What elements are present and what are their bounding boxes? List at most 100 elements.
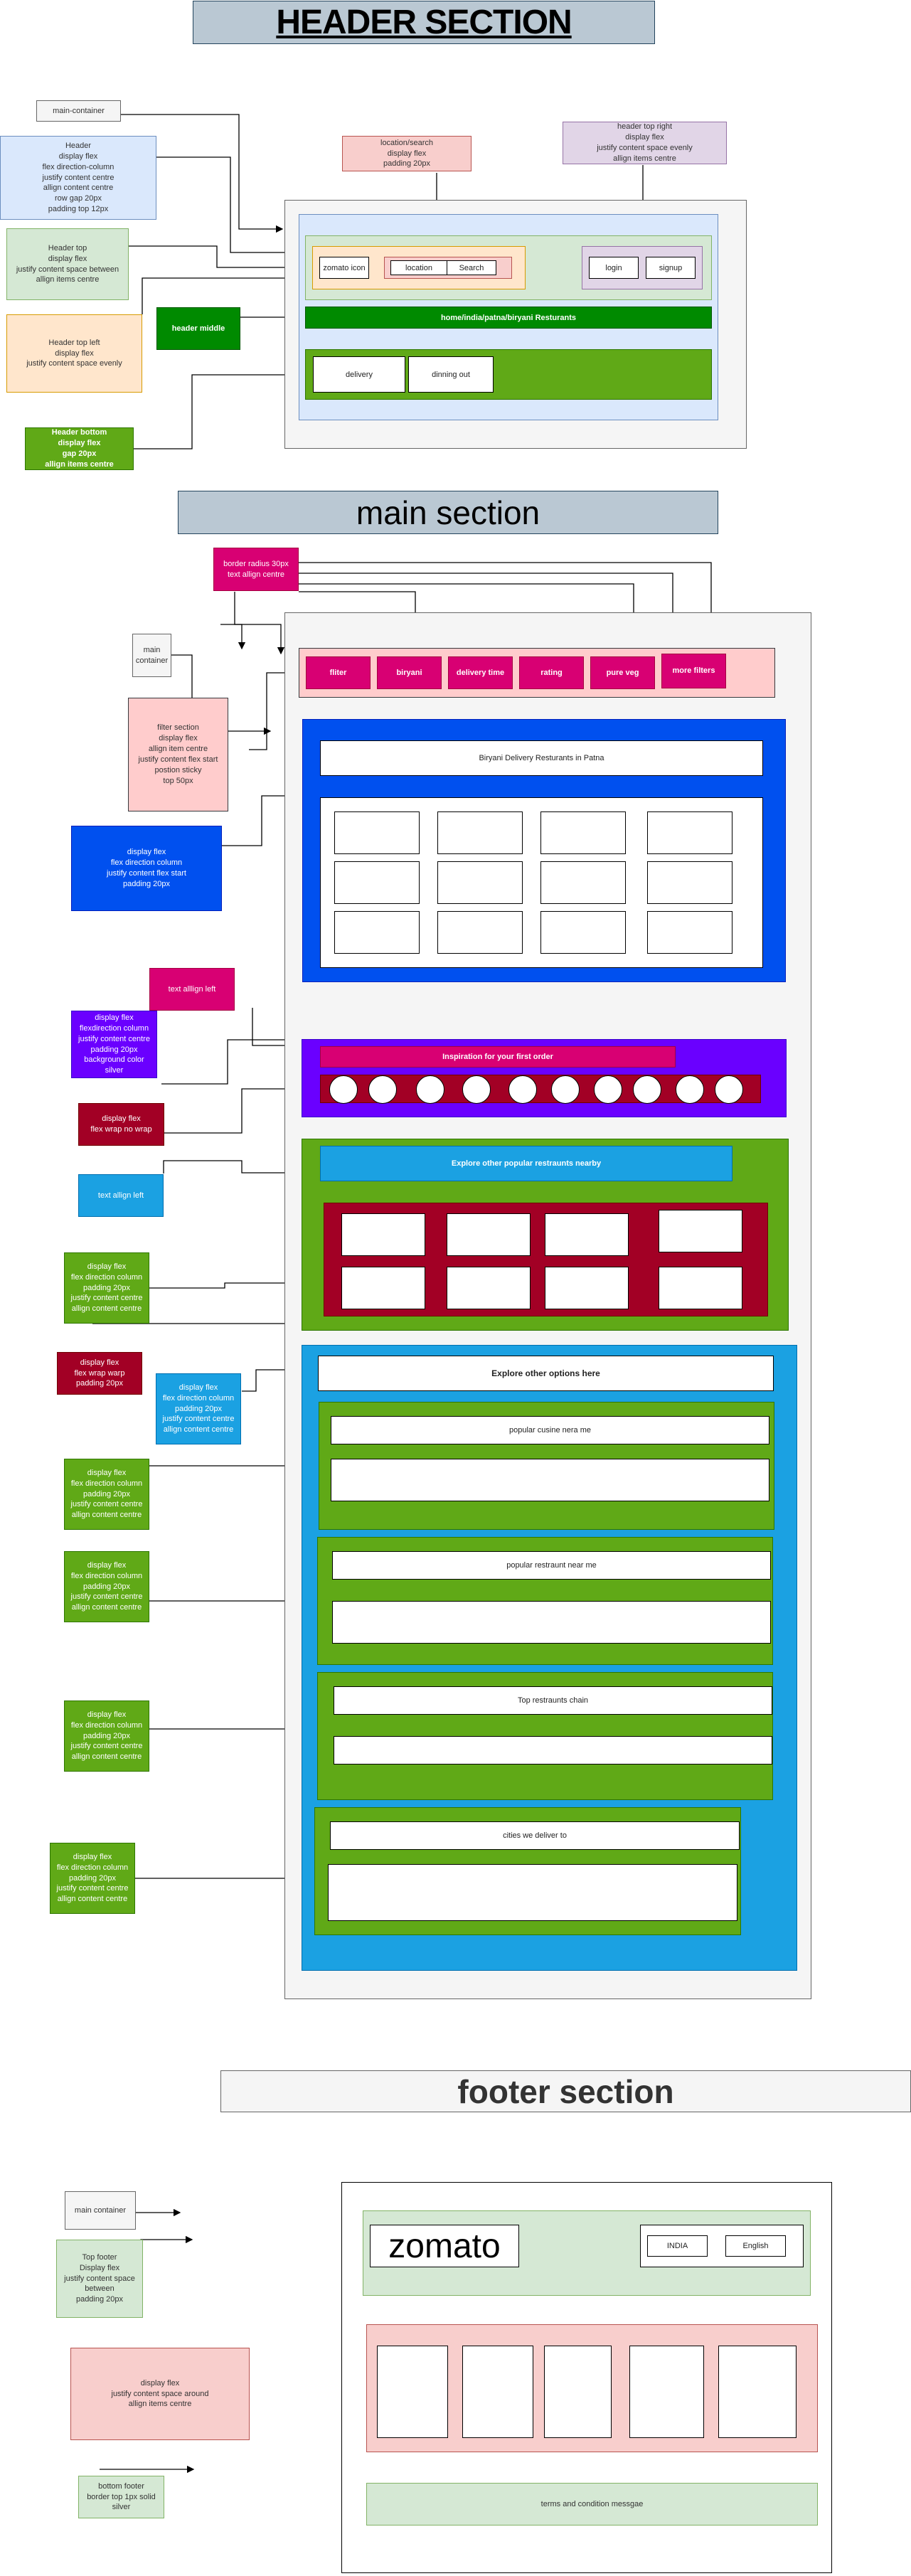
explore-card[interactable] xyxy=(341,1267,425,1309)
main-section-title: main section xyxy=(356,494,540,531)
cuisine-circle[interactable] xyxy=(551,1075,580,1104)
filter-chip-more-filters[interactable]: more filters xyxy=(661,653,726,688)
note-header: Header display flex flex direction-colum… xyxy=(0,136,156,220)
cuisine-circle[interactable] xyxy=(633,1075,661,1104)
note-options-block: display flex flex direction column paddi… xyxy=(156,1373,241,1444)
explore-card[interactable] xyxy=(659,1267,742,1309)
option-group-heading: popular restraunt near me xyxy=(332,1551,771,1580)
cuisine-circle[interactable] xyxy=(368,1075,397,1104)
cuisine-circle[interactable] xyxy=(508,1075,537,1104)
footer-section-title-bar: footer section xyxy=(220,2070,911,2112)
language-select[interactable]: English xyxy=(725,2235,786,2257)
inspiration-heading: Inspiration for your first order xyxy=(320,1046,676,1068)
restaurant-card[interactable] xyxy=(540,911,626,954)
filter-chip-pure-veg[interactable]: pure veg xyxy=(590,656,655,689)
option-group-content xyxy=(331,1459,769,1501)
filter-section: fliter biryani delivery time rating pure… xyxy=(299,648,775,698)
footer-section-title: footer section xyxy=(457,2072,674,2110)
cuisine-circle[interactable] xyxy=(594,1075,622,1104)
restaurant-card[interactable] xyxy=(647,811,732,854)
restaurant-card[interactable] xyxy=(437,811,523,854)
filter-chip-biryani[interactable]: biryani xyxy=(377,656,442,689)
tab-delivery[interactable]: delivery xyxy=(313,356,405,393)
note-main-container: main container xyxy=(65,2191,136,2230)
note-inspiration-title: text alllign left xyxy=(149,968,235,1011)
footer-link-column xyxy=(377,2346,448,2438)
restaurant-card[interactable] xyxy=(334,811,420,854)
note-option-group-1: display flex flex direction column paddi… xyxy=(64,1459,149,1530)
tab-dinning-out[interactable]: dinning out xyxy=(408,356,494,393)
header-section-title: HEADER SECTION xyxy=(276,4,572,41)
option-group-heading: cities we deliver to xyxy=(330,1821,740,1850)
explore-heading: Explore other popular restraunts nearby xyxy=(320,1146,732,1181)
breadcrumb[interactable]: home/india/patna/biryani Resturants xyxy=(305,307,712,329)
cuisine-circle[interactable] xyxy=(676,1075,704,1104)
restaurant-card[interactable] xyxy=(647,911,732,954)
main-section-title-bar: main section xyxy=(178,491,718,534)
filter-chip-rating[interactable]: rating xyxy=(519,656,584,689)
option-group-content xyxy=(334,1736,772,1765)
note-option-group-2: display flex flex direction column paddi… xyxy=(64,1551,149,1622)
note-bottom-footer: bottom footer border top 1px solid silve… xyxy=(78,2476,164,2518)
restaurant-card[interactable] xyxy=(334,911,420,954)
footer-link-column xyxy=(629,2346,704,2438)
bottom-footer-terms[interactable]: terms and condition messgae xyxy=(366,2483,818,2526)
login-button[interactable]: login xyxy=(589,257,639,279)
zomato-logo[interactable]: zomato icon xyxy=(319,257,369,279)
filter-chip-delivery-time[interactable]: delivery time xyxy=(448,656,513,689)
note-inspiration-block: display flex flexdirection column justif… xyxy=(71,1011,157,1078)
delivery-heading: Biryani Delivery Resturants in Patna xyxy=(320,740,763,776)
note-explore-grid: display flex flex wrap warp padding 20px xyxy=(57,1352,142,1395)
filter-chip-filter[interactable]: fliter xyxy=(306,656,371,689)
location-input[interactable]: location xyxy=(390,260,447,275)
search-input[interactable]: Search xyxy=(447,260,496,275)
note-filter-section: filter section display flex allign item … xyxy=(128,698,228,811)
explore-card[interactable] xyxy=(545,1267,629,1309)
note-option-group-3: display flex flex direction column paddi… xyxy=(64,1701,149,1772)
restaurant-card[interactable] xyxy=(437,911,523,954)
cuisine-circle[interactable] xyxy=(715,1075,743,1104)
explore-card[interactable] xyxy=(659,1210,742,1252)
footer-link-column xyxy=(462,2346,533,2438)
option-group-content xyxy=(328,1864,737,1921)
note-header-top-left: Header top left display flex justify con… xyxy=(6,314,142,393)
note-main-container: main container xyxy=(132,634,171,677)
note-delivery-block: display flex flex direction column justi… xyxy=(71,826,222,911)
restaurant-card[interactable] xyxy=(437,861,523,904)
option-group-heading: popular cusine nera me xyxy=(331,1416,769,1444)
explore-card[interactable] xyxy=(447,1267,531,1309)
explore-card[interactable] xyxy=(545,1213,629,1256)
note-filter-button: border radius 30px text allign centre xyxy=(213,548,299,591)
explore-card[interactable] xyxy=(447,1213,531,1256)
note-header-top-right: header top right display flex justify co… xyxy=(563,122,727,164)
restaurant-card[interactable] xyxy=(540,811,626,854)
note-explore-title: text allign left xyxy=(78,1174,164,1217)
restaurant-card[interactable] xyxy=(647,861,732,904)
note-location-search: location/search display flex padding 20p… xyxy=(342,136,472,171)
note-explore-block: display flex flex direction column paddi… xyxy=(64,1252,149,1324)
option-group-heading: Top restraunts chain xyxy=(334,1686,772,1715)
note-header-middle: header middle xyxy=(156,307,240,350)
note-middle-footer: display flex justify content space aroun… xyxy=(70,2348,250,2440)
explore-card[interactable] xyxy=(341,1213,425,1256)
option-group-content xyxy=(332,1601,771,1644)
cuisine-circle[interactable] xyxy=(329,1075,358,1104)
footer-logo[interactable]: zomato xyxy=(370,2225,519,2267)
restaurant-card[interactable] xyxy=(540,861,626,904)
options-heading: Explore other options here xyxy=(318,1356,774,1391)
country-select[interactable]: INDIA xyxy=(647,2235,708,2257)
footer-link-column xyxy=(544,2346,612,2438)
note-main-container: main-container xyxy=(36,100,121,122)
note-header-bottom: Header bottom display flex gap 20px alli… xyxy=(25,427,134,470)
note-top-footer: Top footer Display flex justify content … xyxy=(56,2240,143,2318)
header-section-title-bar: HEADER SECTION xyxy=(193,1,655,44)
signup-button[interactable]: signup xyxy=(646,257,696,279)
restaurant-card[interactable] xyxy=(334,861,420,904)
note-inspiration-row: display flex flex wrap no wrap xyxy=(78,1103,164,1146)
cuisine-circle[interactable] xyxy=(416,1075,444,1104)
note-option-group-4: display flex flex direction column paddi… xyxy=(50,1843,135,1914)
cuisine-circle[interactable] xyxy=(462,1075,491,1104)
note-header-top: Header top display flex justify content … xyxy=(6,228,129,300)
footer-link-column xyxy=(718,2346,797,2438)
header-bottom: delivery dinning out xyxy=(305,349,712,400)
